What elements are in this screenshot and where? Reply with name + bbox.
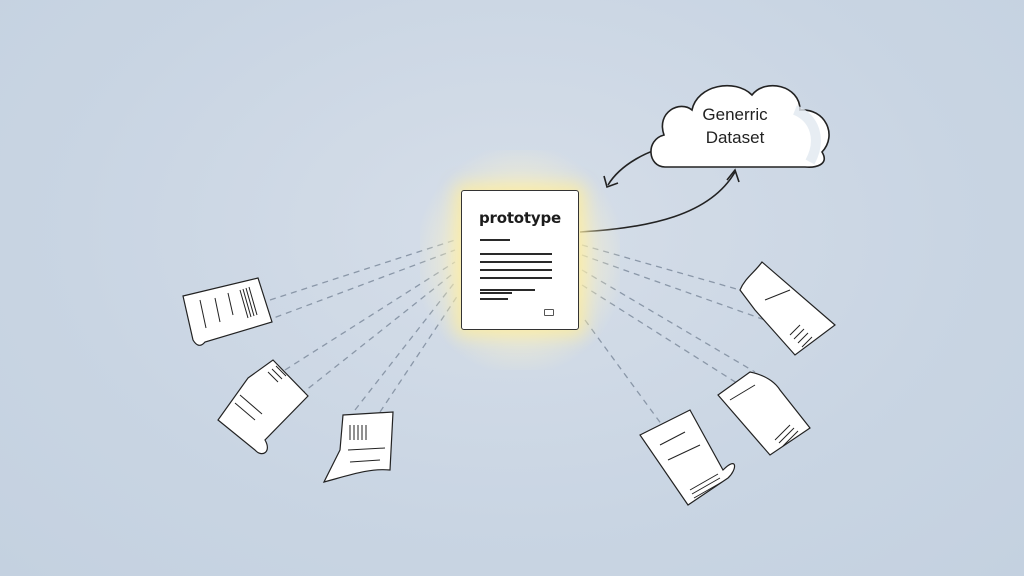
receipt-icon — [217, 359, 309, 455]
text-line — [480, 253, 552, 255]
receipt-icon — [182, 277, 273, 346]
text-line — [480, 239, 510, 241]
receipt-icon — [322, 411, 394, 483]
cloud-label-line2: Dataset — [705, 128, 765, 147]
receipt-icon — [739, 261, 836, 356]
text-line — [480, 289, 535, 291]
receipt-icon — [639, 409, 736, 506]
text-line — [480, 298, 508, 300]
text-line — [480, 269, 552, 271]
document-title: prototype — [479, 209, 561, 227]
text-line — [480, 261, 552, 263]
receipt-icon — [717, 371, 811, 456]
cloud-label: Generric Dataset — [660, 103, 810, 149]
text-line — [480, 277, 552, 279]
document-corner-icon — [544, 309, 554, 316]
cloud-icon — [650, 84, 830, 168]
prototype-document[interactable]: prototype — [461, 190, 579, 330]
text-line — [480, 292, 512, 294]
cloud-label-line1: Generric — [702, 105, 768, 124]
